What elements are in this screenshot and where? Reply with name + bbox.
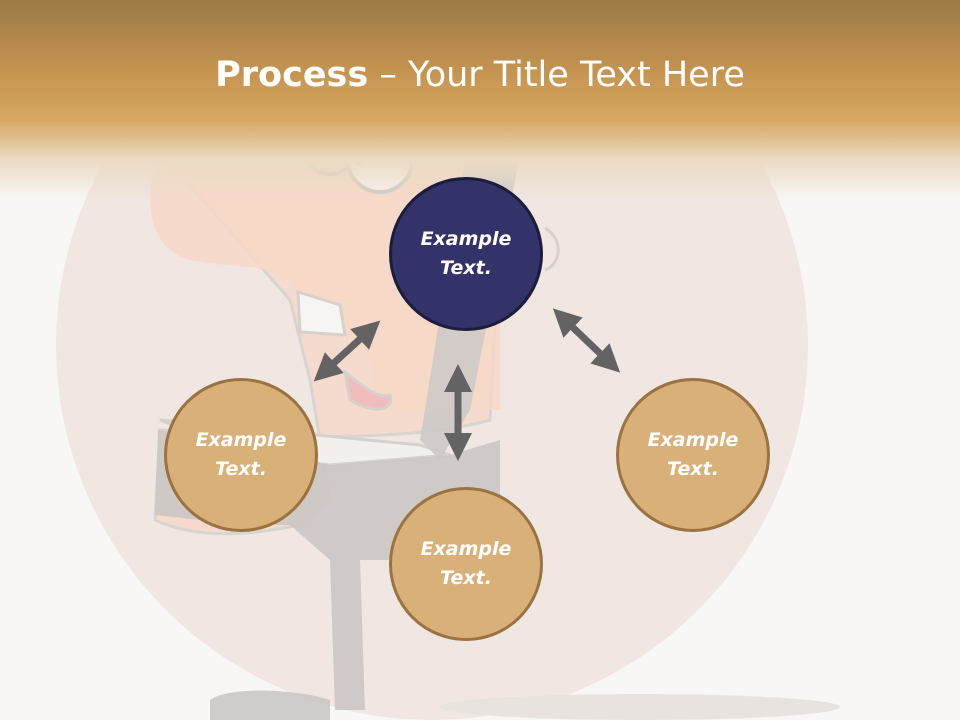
ear-icon xyxy=(544,226,560,272)
node-right: Example Text. xyxy=(616,378,770,532)
node-bottom-text: Example Text. xyxy=(420,538,512,589)
slide-title: Process – Your Title Text Here xyxy=(0,52,960,98)
ground-shadow xyxy=(440,694,840,720)
node-bottom: Example Text. xyxy=(389,487,543,641)
arrow-top-right xyxy=(552,308,621,373)
mouth-icon xyxy=(342,368,393,411)
shoe xyxy=(210,690,330,720)
title-rest: – Your Title Text Here xyxy=(368,55,745,95)
node-left: Example Text. xyxy=(164,378,318,532)
title-bold: Process xyxy=(215,55,369,95)
node-top: Example Text. xyxy=(389,177,543,331)
node-right-text: Example Text. xyxy=(647,429,739,480)
leg xyxy=(330,560,365,710)
header-band xyxy=(0,0,960,200)
node-top-text: Example Text. xyxy=(420,228,512,279)
arrow-top-left xyxy=(313,320,381,382)
node-left-text: Example Text. xyxy=(195,429,287,480)
